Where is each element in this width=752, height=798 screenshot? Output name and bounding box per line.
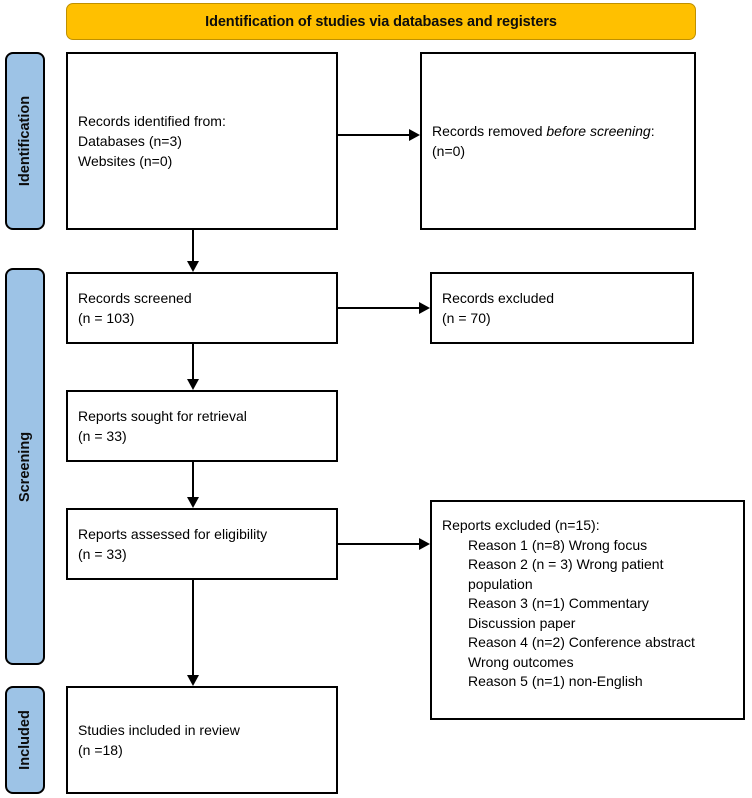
reports-excluded-reason-5: Reason 5 (n=1) non-English — [468, 673, 643, 689]
box-records-excluded-content: Records excluded (n = 70) — [432, 288, 692, 328]
box-studies-included: Studies included in review (n =18) — [66, 686, 338, 794]
stage-label-included: Included — [5, 686, 45, 794]
box-reports-sought-content: Reports sought for retrieval (n = 33) — [68, 406, 336, 446]
connector-assessed-to-included — [192, 580, 194, 675]
banner-title: Identification of studies via databases … — [205, 13, 557, 30]
reports-assessed-line-2: (n = 33) — [78, 546, 127, 562]
records-removed-suffix: : (n=0) — [432, 123, 655, 159]
records-identified-line-2: Databases (n=3) — [78, 133, 182, 149]
box-records-screened: Records screened (n = 103) — [66, 272, 338, 344]
reports-excluded-reason-1: Reason 1 (n=8) Wrong focus — [468, 536, 648, 553]
records-identified-line-3: Websites (n=0) — [78, 153, 173, 169]
box-records-identified-content: Records identified from: Databases (n=3)… — [68, 111, 336, 171]
records-screened-line-1: Records screened — [78, 290, 192, 306]
box-reports-excluded-reasons: Reports excluded (n=15): Reason 1 (n=8) … — [430, 500, 745, 720]
connector-identified-to-screened — [192, 230, 194, 261]
box-reports-assessed: Reports assessed for eligibility (n = 33… — [66, 508, 338, 580]
arrow-down-icon-assessed-to-included — [187, 675, 199, 686]
records-removed-emphasis: before screening — [546, 123, 651, 139]
box-reports-assessed-content: Reports assessed for eligibility (n = 33… — [68, 524, 336, 564]
records-excluded-line-1: Records excluded — [442, 290, 555, 306]
arrow-down-icon-screened-to-sought — [187, 379, 199, 390]
reports-sought-line-2: (n = 33) — [78, 428, 127, 444]
records-screened-line-2: (n = 103) — [78, 310, 135, 326]
arrow-right-icon-identified-to-removed — [409, 129, 420, 141]
reports-assessed-line-1: Reports assessed for eligibility — [78, 526, 268, 542]
reports-excluded-reason-2: Reason 2 (n = 3) Wrong patient — [468, 556, 664, 572]
connector-assessed-to-reasons — [338, 543, 419, 545]
reports-excluded-reason-4-cont: Wrong outcomes — [468, 653, 574, 670]
box-reports-sought: Reports sought for retrieval (n = 33) — [66, 390, 338, 462]
stage-label-identification-text: Identification — [17, 95, 34, 187]
reports-excluded-reason-4: Reason 4 (n=2) Conference abstract — [468, 634, 695, 650]
reports-excluded-heading: Reports excluded (n=15): — [442, 517, 600, 533]
box-records-screened-content: Records screened (n = 103) — [68, 288, 336, 328]
reports-sought-line-1: Reports sought for retrieval — [78, 408, 247, 424]
connector-sought-to-assessed — [192, 462, 194, 497]
box-records-excluded: Records excluded (n = 70) — [430, 272, 694, 344]
stage-label-identification: Identification — [5, 52, 45, 230]
arrow-right-icon-assessed-to-reasons — [419, 538, 430, 550]
connector-identified-to-removed — [338, 134, 409, 136]
arrow-down-icon-identified-to-screened — [187, 261, 199, 272]
reports-excluded-reason-3-cont: Discussion paper — [468, 614, 576, 631]
reports-excluded-reason-2-cont: population — [468, 575, 533, 592]
box-records-identified: Records identified from: Databases (n=3)… — [66, 52, 338, 230]
stage-label-screening-text: Screening — [17, 431, 34, 502]
records-removed-prefix: Records removed — [432, 123, 547, 139]
box-records-removed: Records removed before screening: (n=0) — [420, 52, 696, 230]
studies-included-line-2: (n =18) — [78, 742, 123, 758]
box-studies-included-content: Studies included in review (n =18) — [68, 720, 336, 760]
box-reports-excluded-reasons-content: Reports excluded (n=15): Reason 1 (n=8) … — [432, 502, 743, 692]
connector-screened-to-sought — [192, 344, 194, 379]
records-identified-line-1: Records identified from: — [78, 113, 226, 129]
stage-label-included-text: Included — [17, 710, 33, 770]
diagram-header-banner: Identification of studies via databases … — [66, 3, 696, 40]
arrow-down-icon-sought-to-assessed — [187, 497, 199, 508]
box-records-removed-content: Records removed before screening: (n=0) — [422, 121, 694, 161]
arrow-right-icon-screened-to-excluded — [419, 302, 430, 314]
studies-included-line-1: Studies included in review — [78, 722, 240, 738]
stage-label-screening: Screening — [5, 268, 45, 665]
records-excluded-line-2: (n = 70) — [442, 310, 491, 326]
reports-excluded-reason-3: Reason 3 (n=1) Commentary — [468, 595, 649, 611]
connector-screened-to-excluded — [338, 307, 419, 309]
